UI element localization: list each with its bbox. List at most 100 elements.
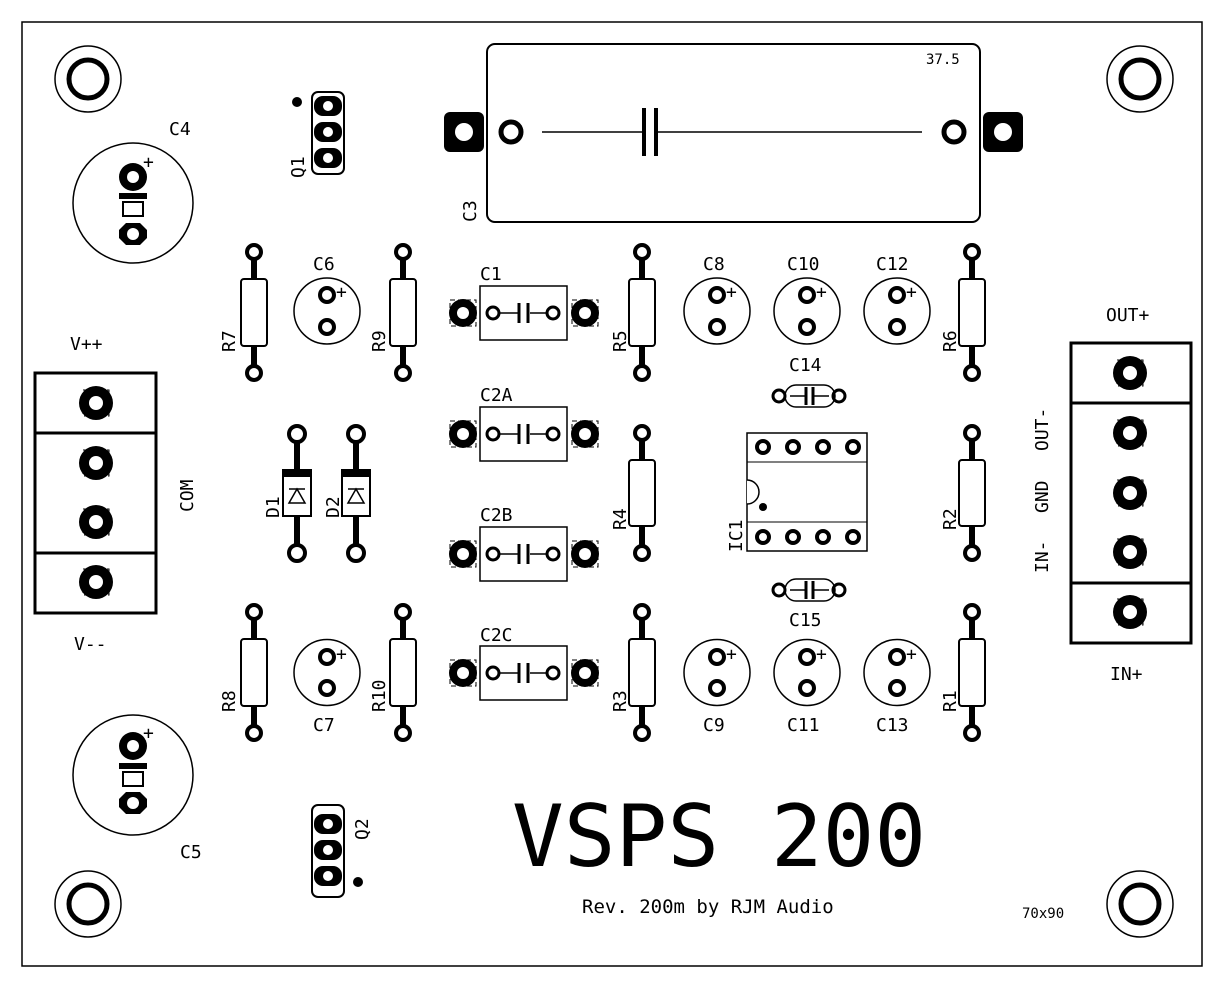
label-c11: C11	[787, 715, 820, 736]
ic-pin	[815, 439, 831, 455]
label-c15: C15	[789, 610, 822, 631]
resistor-r7	[240, 243, 268, 382]
capacitor-c2a	[449, 406, 599, 462]
mounting-hole	[54, 45, 122, 113]
capacitor-c12: +	[863, 277, 931, 345]
label-in-plus: IN+	[1110, 664, 1143, 685]
label-c6: C6	[313, 254, 335, 275]
label-r1: R1	[940, 690, 961, 712]
label-in-minus: IN-	[1032, 540, 1053, 573]
label-c4: C4	[169, 119, 191, 140]
board-subtitle: Rev. 200m by RJM Audio	[582, 896, 834, 918]
label-r4: R4	[610, 508, 631, 530]
capacitor-c10: +	[773, 277, 841, 345]
capacitor-c8: +	[683, 277, 751, 345]
label-c2c: C2C	[480, 625, 513, 646]
capacitor-c6: +	[293, 277, 361, 345]
resistor-r10	[389, 603, 417, 742]
polarity-mark: +	[336, 282, 347, 303]
label-r6: R6	[940, 330, 961, 352]
ic-pin	[815, 529, 831, 545]
label-c13: C13	[876, 715, 909, 736]
label-q1: Q1	[288, 156, 309, 178]
transistor-q2	[311, 804, 363, 898]
label-d2: D2	[323, 496, 344, 518]
mounting-hole	[1106, 45, 1174, 113]
label-c2b: C2B	[480, 505, 513, 526]
polarity-mark: +	[726, 282, 737, 303]
label-c7: C7	[313, 715, 335, 736]
mounting-hole	[54, 870, 122, 938]
component-labels: C4 C5 C6 C7 C8 C9 C10 C11 C12 C13 C14 C1…	[169, 119, 961, 863]
label-c5: C5	[180, 842, 202, 863]
diode-d2	[341, 424, 371, 563]
cap-size: 37.5	[926, 52, 960, 68]
label-vpp: V++	[70, 334, 103, 355]
ic-pin	[755, 529, 771, 545]
label-c12: C12	[876, 254, 909, 275]
ic-pin	[785, 529, 801, 545]
capacitor-c3	[444, 43, 1023, 223]
label-c14: C14	[789, 355, 822, 376]
label-out-minus: OUT-	[1032, 408, 1053, 451]
label-vmm: V--	[74, 634, 107, 655]
label-c3: C3	[460, 200, 481, 222]
capacitor-c5	[72, 714, 194, 836]
resistor-r6	[958, 243, 986, 382]
ic-pins	[755, 439, 861, 545]
label-r2: R2	[940, 508, 961, 530]
polarity-mark: +	[816, 644, 827, 665]
resistor-r5	[628, 243, 656, 382]
capacitor-c14	[771, 384, 847, 408]
diode-d1	[282, 424, 312, 563]
label-out-plus: OUT+	[1106, 305, 1150, 326]
label-d1: D1	[263, 496, 284, 518]
connector-labels: V++ V-- COM OUT+ IN+ OUT- GND IN-	[70, 305, 1150, 685]
polarity-mark-c4: +	[143, 152, 154, 173]
capacitor-c13: +	[863, 638, 931, 707]
polarity-mark: +	[906, 282, 917, 303]
capacitor-c2b	[449, 526, 599, 582]
board-text: VSPS 200 Rev. 200m by RJM Audio 70x90 37…	[512, 52, 1064, 922]
ic-ic1	[746, 432, 868, 552]
label-com: COM	[177, 479, 198, 512]
resistor-r2	[958, 424, 986, 562]
label-r10: R10	[369, 679, 390, 712]
resistor-r4	[628, 424, 656, 562]
label-c2a: C2A	[480, 385, 513, 406]
capacitor-c1	[449, 285, 599, 341]
polarity-mark: +	[906, 644, 917, 665]
polarity-mark-c5: +	[143, 723, 154, 744]
resistor-r1	[958, 603, 986, 742]
board-size: 70x90	[1022, 906, 1064, 922]
label-gnd: GND	[1032, 480, 1053, 513]
label-ic1: IC1	[726, 519, 747, 552]
label-r5: R5	[610, 330, 631, 352]
capacitor-c7: +	[293, 638, 361, 707]
ic-pin	[785, 439, 801, 455]
resistor-r8	[240, 603, 268, 742]
label-c10: C10	[787, 254, 820, 275]
mounting-holes	[54, 45, 1174, 938]
generated-components: ++++++++++	[143, 152, 986, 744]
label-c1: C1	[480, 264, 502, 285]
resistor-r9	[389, 243, 417, 382]
polarity-mark: +	[816, 282, 827, 303]
label-c9: C9	[703, 715, 725, 736]
mounting-hole	[1106, 870, 1174, 938]
label-r9: R9	[369, 330, 390, 352]
power-terminal-block	[33, 371, 158, 615]
label-q2: Q2	[352, 818, 373, 840]
polarity-mark: +	[336, 644, 347, 665]
board-outline	[21, 21, 1203, 967]
transistor-q1	[292, 91, 345, 175]
capacitor-c4	[72, 142, 194, 264]
label-r8: R8	[219, 690, 240, 712]
label-c8: C8	[703, 254, 725, 275]
capacitor-c2c	[449, 645, 599, 701]
resistor-r3	[628, 603, 656, 742]
label-r3: R3	[610, 690, 631, 712]
capacitor-c11: +	[773, 638, 841, 707]
